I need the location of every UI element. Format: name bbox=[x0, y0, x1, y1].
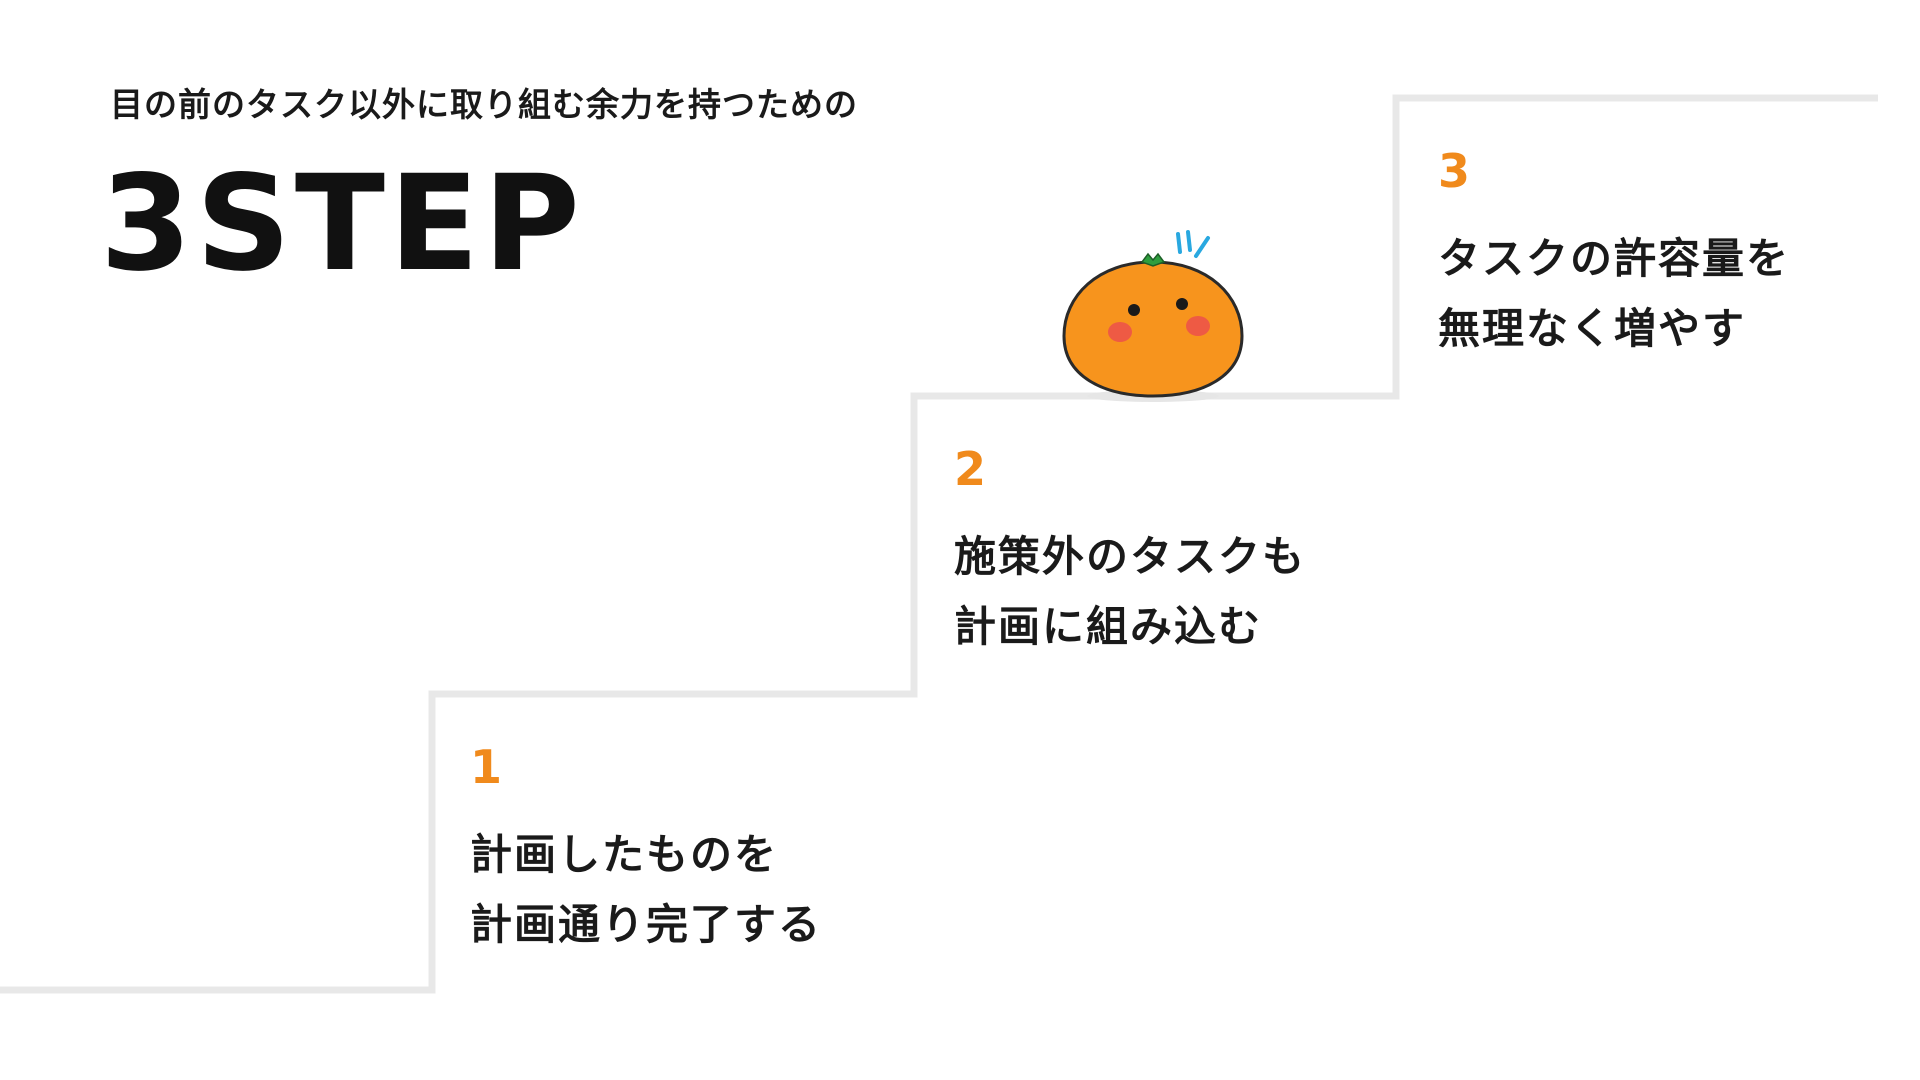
step-number: 1 bbox=[470, 744, 822, 790]
step-3: 3 タスクの許容量を 無理なく増やす bbox=[1438, 148, 1790, 364]
mandarin-orange-mascot-icon bbox=[1058, 226, 1248, 410]
step-text-line: 計画に組み込む bbox=[954, 592, 1306, 662]
step-text-line: 施策外のタスクも bbox=[954, 522, 1306, 592]
step-text-line: 無理なく増やす bbox=[1438, 294, 1790, 364]
step-text-line: 計画通り完了する bbox=[470, 890, 822, 960]
step-text-line: タスクの許容量を bbox=[1438, 224, 1790, 294]
step-2: 2 施策外のタスクも 計画に組み込む bbox=[954, 446, 1306, 662]
step-1: 1 計画したものを 計画通り完了する bbox=[470, 744, 822, 960]
step-text-line: 計画したものを bbox=[470, 820, 822, 890]
step-number: 2 bbox=[954, 446, 1306, 492]
step-number: 3 bbox=[1438, 148, 1790, 194]
